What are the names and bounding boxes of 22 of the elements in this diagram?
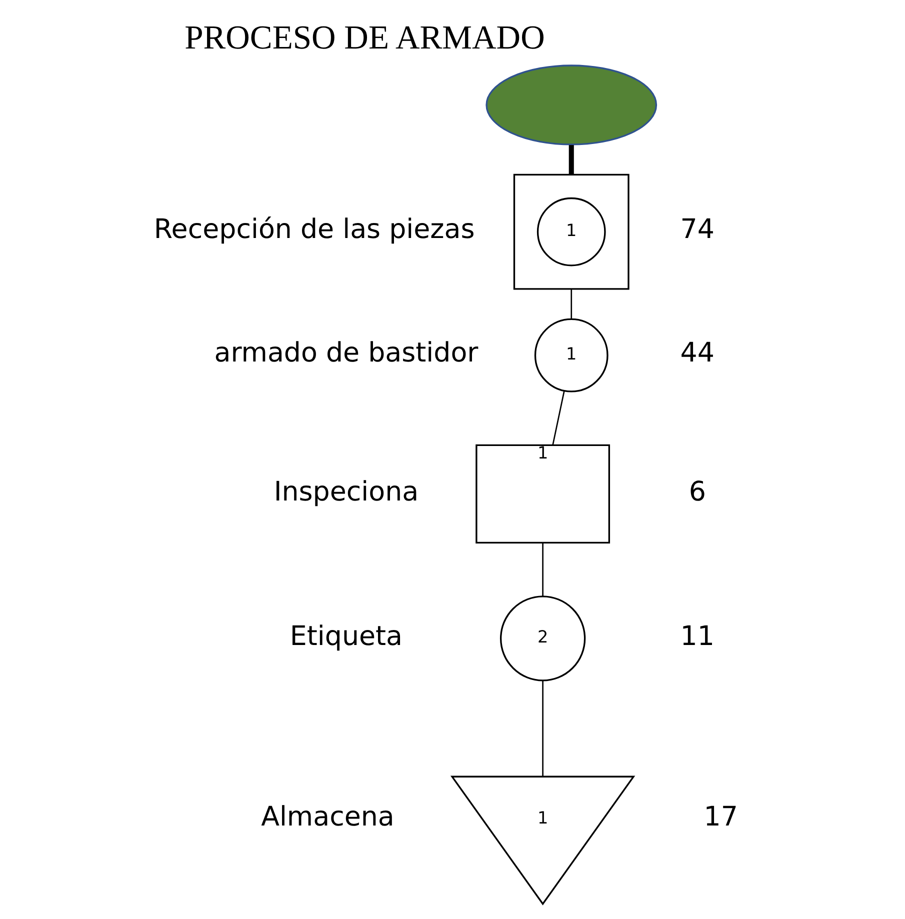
node-circle: 1 bbox=[534, 318, 608, 392]
node-circle: 1 bbox=[536, 197, 606, 266]
node-box: 1 bbox=[476, 444, 610, 544]
node-label: 44 bbox=[680, 338, 714, 369]
connector bbox=[552, 391, 565, 445]
node-label: Almacena bbox=[261, 801, 394, 832]
node-ellipse bbox=[486, 64, 658, 146]
connector bbox=[570, 288, 572, 319]
connector bbox=[568, 145, 574, 175]
node-label: Inspeciona bbox=[274, 476, 419, 508]
node-label: Recepción de las piezas bbox=[154, 214, 475, 246]
cluster bbox=[513, 174, 630, 290]
node-label: 74 bbox=[680, 214, 714, 246]
connector bbox=[542, 680, 544, 776]
diagram-title: PROCESO DE ARMADO bbox=[184, 20, 545, 57]
node-label: armado de bastidor bbox=[214, 338, 478, 369]
node-circle: 2 bbox=[500, 596, 586, 682]
connector bbox=[542, 543, 544, 596]
node-label: 6 bbox=[688, 476, 706, 508]
node-label: Etiqueta bbox=[290, 620, 403, 652]
node-label: 17 bbox=[704, 801, 738, 832]
node-label: 11 bbox=[680, 620, 714, 652]
